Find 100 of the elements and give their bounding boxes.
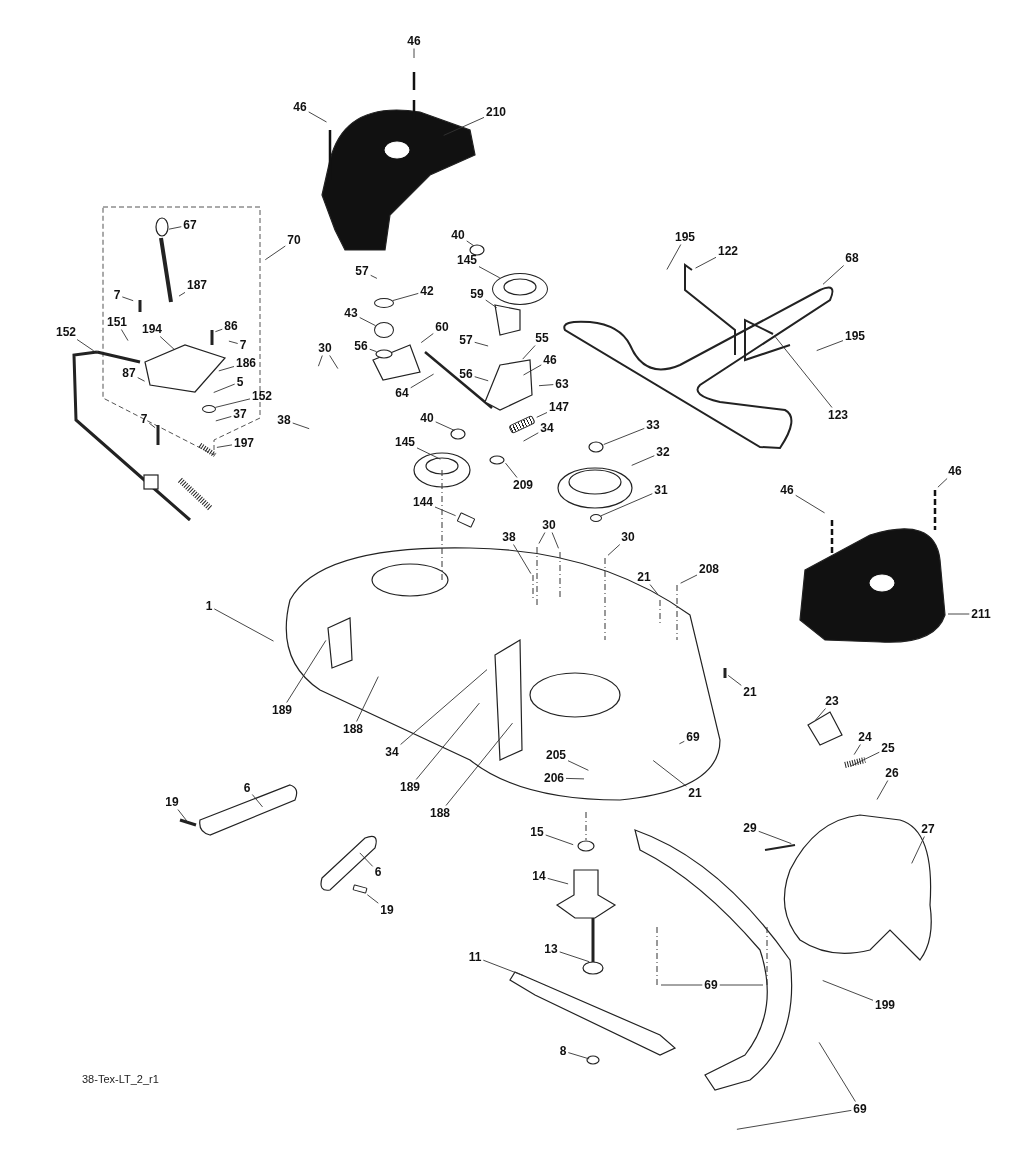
callout-number: 42 <box>419 284 435 298</box>
leader-line <box>795 494 826 514</box>
callout-number: 27 <box>920 822 936 836</box>
leader-line <box>818 1041 856 1102</box>
callout-number: 19 <box>379 903 395 917</box>
leader-line <box>213 608 274 642</box>
leader-line <box>168 226 182 230</box>
callout-number: 123 <box>827 408 849 422</box>
leader-line <box>911 836 925 864</box>
leader-line <box>822 265 845 285</box>
callout-number: 23 <box>824 694 840 708</box>
leader-line <box>317 355 323 367</box>
callout-number: 86 <box>223 319 239 333</box>
leader-line <box>607 544 621 556</box>
callout-number: 29 <box>742 821 758 835</box>
callout-number: 195 <box>844 329 866 343</box>
callout-number: 19 <box>164 795 180 809</box>
leader-line <box>359 317 377 327</box>
callout-number: 34 <box>539 421 555 435</box>
callout-number: 7 <box>139 412 149 426</box>
callout-number: 21 <box>742 685 758 699</box>
leader-line <box>308 111 327 123</box>
leader-line <box>727 674 742 686</box>
leader-line <box>876 780 889 800</box>
leader-line <box>478 266 501 279</box>
leader-line <box>538 532 546 544</box>
callout-number: 145 <box>394 435 416 449</box>
leader-line <box>678 740 685 745</box>
leader-line <box>523 364 542 376</box>
leader-line <box>218 366 235 372</box>
callout-number: 6 <box>242 781 252 795</box>
leader-line <box>359 852 374 867</box>
callout-number: 186 <box>235 356 257 370</box>
leader-line <box>649 584 658 595</box>
callout-number: 87 <box>121 366 137 380</box>
leader-line <box>695 256 717 269</box>
leader-line <box>120 329 129 342</box>
leader-line <box>853 744 861 756</box>
leader-line <box>159 336 175 350</box>
leader-line <box>567 760 589 771</box>
callout-number: 31 <box>653 483 669 497</box>
callout-number: 187 <box>186 278 208 292</box>
callout-number: 33 <box>645 418 661 432</box>
leader-line <box>815 708 826 721</box>
leader-line <box>416 447 441 460</box>
leader-line <box>666 244 682 270</box>
callout-number: 30 <box>317 341 333 355</box>
callout-number: 210 <box>485 105 507 119</box>
leader-line <box>736 1109 852 1130</box>
leader-line <box>545 834 574 846</box>
leader-line <box>758 830 792 845</box>
leader-line <box>329 355 339 370</box>
callout-number: 30 <box>541 518 557 532</box>
callout-number: 24 <box>857 730 873 744</box>
leader-line <box>474 376 489 382</box>
callout-number: 11 <box>467 950 483 964</box>
callout-number: 46 <box>292 100 308 114</box>
callout-number: 197 <box>233 436 255 450</box>
callout-number: 145 <box>456 253 478 267</box>
leader-line <box>443 116 485 136</box>
callout-number: 60 <box>434 320 450 334</box>
leader-line <box>445 722 513 806</box>
leader-line <box>121 296 134 302</box>
callout-number: 38 <box>276 413 292 427</box>
leader-line <box>559 951 590 963</box>
leader-line <box>822 980 874 1001</box>
leader-line <box>631 455 655 466</box>
leader-line <box>228 340 239 344</box>
callout-number: 25 <box>880 741 896 755</box>
leader-line <box>434 506 457 517</box>
leader-line <box>392 292 419 302</box>
callout-number: 188 <box>342 722 364 736</box>
callout-number: 208 <box>698 562 720 576</box>
callout-number: 152 <box>251 389 273 403</box>
leader-line <box>264 245 286 261</box>
leader-line <box>137 377 146 382</box>
callout-number: 69 <box>685 730 701 744</box>
leader-line <box>482 959 524 977</box>
leader-line <box>413 48 415 59</box>
leader-line <box>474 341 489 347</box>
callout-number: 43 <box>343 306 359 320</box>
callout-number: 7 <box>238 338 248 352</box>
callout-number: 59 <box>469 287 485 301</box>
callout-number: 8 <box>558 1044 568 1058</box>
leader-line <box>76 339 95 352</box>
callout-number: 151 <box>106 315 128 329</box>
callout-number: 14 <box>531 869 547 883</box>
leader-line <box>850 751 880 767</box>
leader-line <box>214 328 223 333</box>
callout-number: 70 <box>286 233 302 247</box>
drawing-code: 38-Tex-LT_2_r1 <box>82 1073 159 1085</box>
leader-line <box>652 760 687 787</box>
leader-line <box>366 894 379 904</box>
leader-line <box>410 373 435 389</box>
leader-line <box>435 421 455 431</box>
leader-line <box>292 422 310 430</box>
callout-number: 13 <box>543 942 559 956</box>
callout-number: 122 <box>717 244 739 258</box>
leader-line <box>660 984 703 986</box>
callout-number: 205 <box>545 748 567 762</box>
